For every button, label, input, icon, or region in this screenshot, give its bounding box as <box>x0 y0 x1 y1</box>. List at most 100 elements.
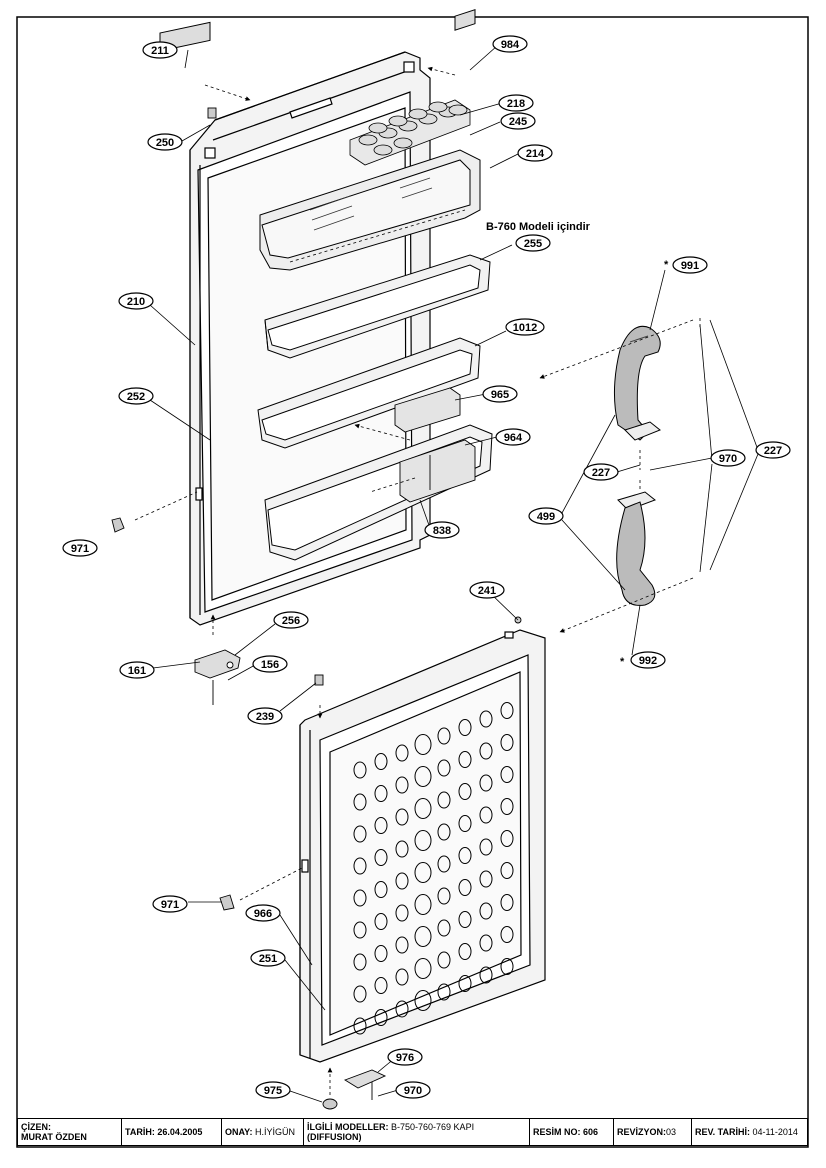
model-note: B-760 Modeli içindir <box>486 221 591 233</box>
door-dimple <box>414 830 432 851</box>
door-dimple <box>374 753 388 770</box>
door-dimple <box>374 881 388 898</box>
door-dimple <box>414 990 432 1011</box>
door-dimple <box>437 855 451 873</box>
door-dimple <box>458 943 472 960</box>
door-dimple <box>395 936 409 954</box>
label-239: 239 <box>256 711 274 723</box>
door-dimple <box>437 791 451 809</box>
resim-cell: RESİM NO: 606 <box>530 1119 614 1145</box>
door-dimple <box>353 985 367 1003</box>
door-dimple <box>353 793 367 811</box>
door-dimple <box>479 870 493 888</box>
bubble-966 <box>245 904 281 922</box>
door-dimple <box>395 744 409 762</box>
onay-value: H.İYİGÜN <box>255 1127 296 1137</box>
door-dimple <box>395 776 409 794</box>
door-dimple <box>500 702 514 719</box>
modeller-label: İLGİLİ MODELLER: <box>307 1122 389 1132</box>
resim-label: RESİM NO: <box>533 1127 581 1137</box>
door-dimple <box>500 894 514 911</box>
door-dimple <box>353 857 367 875</box>
resim-value: 606 <box>583 1127 599 1137</box>
revtarih-cell: REV. TARİHİ: 04-11-2014 <box>692 1119 807 1145</box>
door-dimple <box>374 1009 388 1026</box>
bubble-227b <box>583 463 619 481</box>
title-block: ÇİZEN: MURAT ÖZDEN TARİH: 26.04.2005 ONA… <box>17 1118 808 1146</box>
door-dimple <box>414 894 432 915</box>
bubble-250 <box>147 133 183 151</box>
sheet-border <box>16 16 809 1148</box>
door-dimple <box>414 798 432 819</box>
door-dimple <box>500 798 514 815</box>
door-dimple <box>374 977 388 994</box>
label-975: 975 <box>264 1085 282 1097</box>
door-dimple <box>500 734 514 751</box>
label-499: 499 <box>537 511 555 523</box>
label-227-mid: 227 <box>592 467 610 479</box>
bubble-970b <box>395 1081 431 1099</box>
label-984: 984 <box>501 39 520 51</box>
door-dimple <box>500 862 514 879</box>
door-dimple <box>374 945 388 962</box>
door-dimple <box>374 817 388 834</box>
tarih-label: TARİH: <box>125 1127 155 1137</box>
shelf-255 <box>264 254 491 359</box>
bubble-499 <box>528 507 564 525</box>
door-dimple <box>437 919 451 937</box>
bubble-971b <box>152 895 188 913</box>
bubble-241 <box>469 581 505 599</box>
cizen-label: ÇİZEN: <box>21 1122 51 1132</box>
label-992: 992 <box>639 655 657 667</box>
revizyon-value: 03 <box>666 1127 677 1137</box>
bubble-156 <box>252 655 288 673</box>
modeller-extra: (DIFFUSION) <box>307 1132 362 1142</box>
door-dimple <box>395 840 409 858</box>
door-dimple <box>458 783 472 800</box>
revtarih-value: 04-11-2014 <box>752 1127 798 1137</box>
door-dimple <box>374 913 388 930</box>
bubble-255 <box>515 234 551 252</box>
door-dimple <box>479 838 493 856</box>
door-dimple <box>414 766 432 787</box>
door-dimple <box>353 889 367 907</box>
door-dimple <box>458 847 472 864</box>
egg-tray <box>349 99 471 166</box>
door-dimple <box>479 902 493 920</box>
tarih-cell: TARİH: 26.04.2005 <box>122 1119 222 1145</box>
lower-door-dimples <box>353 702 514 1035</box>
bubble-975 <box>255 1081 291 1099</box>
bubble-239 <box>247 707 283 725</box>
bubble-227a <box>755 441 791 459</box>
door-dimple <box>479 774 493 792</box>
label-245: 245 <box>509 116 527 128</box>
door-dimple <box>437 887 451 905</box>
door-dimple <box>500 830 514 847</box>
bubble-251 <box>250 949 286 967</box>
bubble-991 <box>672 256 708 274</box>
door-dimple <box>479 966 493 984</box>
door-dimple <box>414 958 432 979</box>
label-256: 256 <box>282 615 300 627</box>
revizyon-label: REVİZYON: <box>617 1127 667 1137</box>
small-parts <box>111 107 522 1110</box>
door-dimple <box>353 825 367 843</box>
label-218: 218 <box>507 98 525 110</box>
door-dimple <box>437 951 451 969</box>
door-dimple <box>458 911 472 928</box>
label-966: 966 <box>254 908 272 920</box>
door-dimple <box>458 751 472 768</box>
label-991: 991 <box>681 260 699 272</box>
bubble-252 <box>118 387 154 405</box>
small-bins <box>394 387 476 503</box>
star-992: * <box>620 656 625 668</box>
label-250: 250 <box>156 137 174 149</box>
door-dimple <box>395 968 409 986</box>
door-dimple <box>374 849 388 866</box>
label-838: 838 <box>433 525 451 537</box>
bubble-992 <box>630 651 666 669</box>
door-dimple <box>414 862 432 883</box>
label-984-plate <box>454 9 476 31</box>
door-dimple <box>500 926 514 943</box>
